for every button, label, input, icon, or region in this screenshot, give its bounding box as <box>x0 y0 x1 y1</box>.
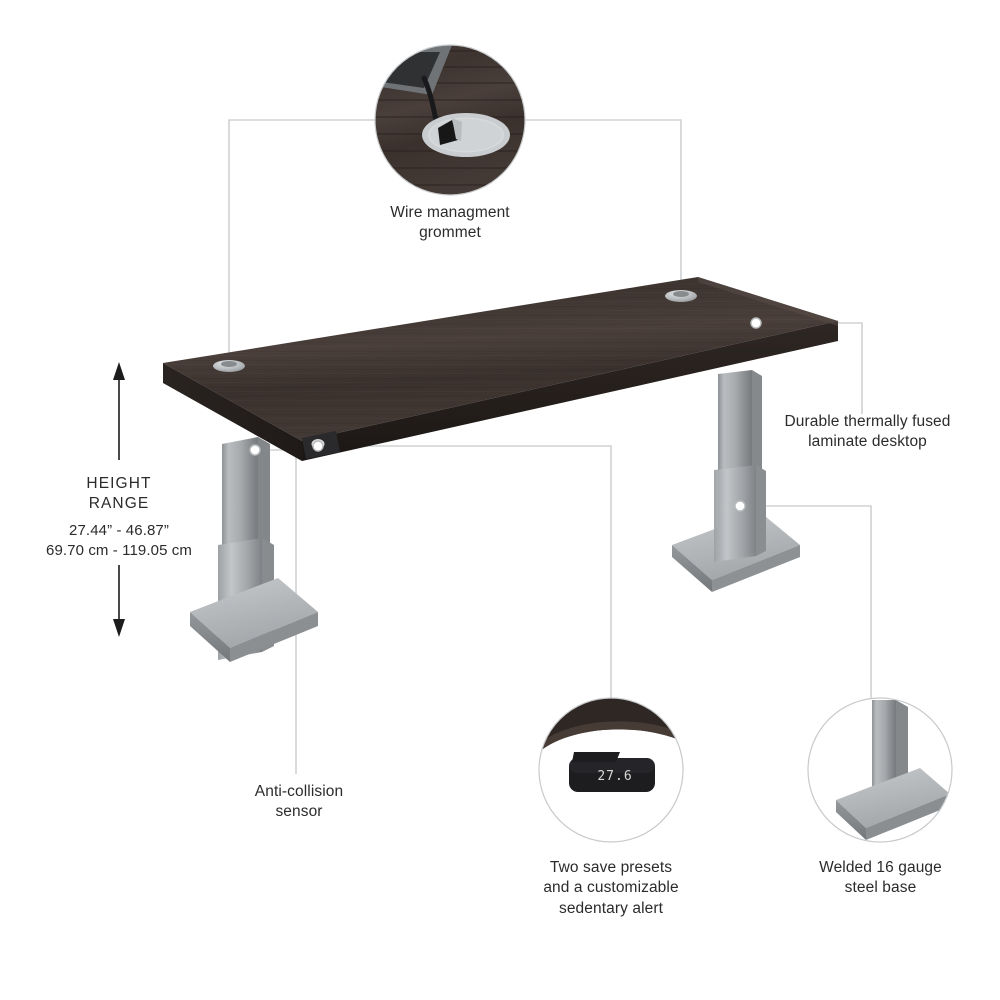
callout-steel-base-label: Welded 16 gauge steel base <box>793 858 968 899</box>
detail-circle-steel-base <box>807 697 953 843</box>
height-range-title: HEIGHT RANGE <box>44 474 194 515</box>
callout-anti-collision-label: Anti-collision sensor <box>224 782 374 823</box>
control-panel-display: 27.6 <box>597 769 633 784</box>
height-range-title-line1: HEIGHT <box>86 475 152 492</box>
detail-circle-control-panel <box>538 697 684 843</box>
callout-control-panel-label: Two save presets and a customizable sedent… <box>521 858 701 919</box>
height-range-centimeters: 69.70 cm - 119.05 cm <box>46 541 192 559</box>
callout-steel-base-line2: steel base <box>844 879 917 897</box>
callout-wire-grommet-line1: Wire managment <box>390 204 510 221</box>
callout-wire-grommet-line2: grommet <box>419 224 481 242</box>
height-range-title-line2: RANGE <box>88 495 150 513</box>
height-range-values: 27.44” - 46.87” 69.70 cm - 119.05 cm <box>29 521 209 561</box>
grommet-right <box>665 290 697 302</box>
leader-endpoints <box>249 317 762 512</box>
callout-laminate-desktop-label: Durable thermally fused laminate desktop <box>775 412 960 453</box>
callout-anti-collision-line2: sensor <box>275 803 323 821</box>
desk-leg-left <box>190 437 318 662</box>
leader-control-panel <box>322 445 612 700</box>
height-range-inches: 27.44” - 46.87” <box>69 522 169 539</box>
callout-steel-base-line1: Welded 16 gauge <box>819 859 942 876</box>
callout-laminate-line1: Durable thermally fused <box>784 413 951 430</box>
callout-wire-grommet-label: Wire managment grommet <box>375 203 525 244</box>
callout-presets-line1: Two save presets <box>549 859 673 876</box>
callout-presets-line3: sedentary alert <box>558 899 664 917</box>
callout-laminate-line2: laminate desktop <box>808 433 927 451</box>
height-range-arrow <box>113 362 125 637</box>
leader-steel-base <box>744 505 872 700</box>
callout-anti-collision-line1: Anti-collision <box>254 783 344 800</box>
desk-leg-right <box>672 370 800 592</box>
detail-circle-wire-grommet <box>374 44 526 196</box>
desk-illustration <box>163 277 838 662</box>
desktop-surface <box>163 277 838 461</box>
callout-presets-line2: and a customizable <box>543 879 679 897</box>
grommet-left <box>213 360 245 372</box>
